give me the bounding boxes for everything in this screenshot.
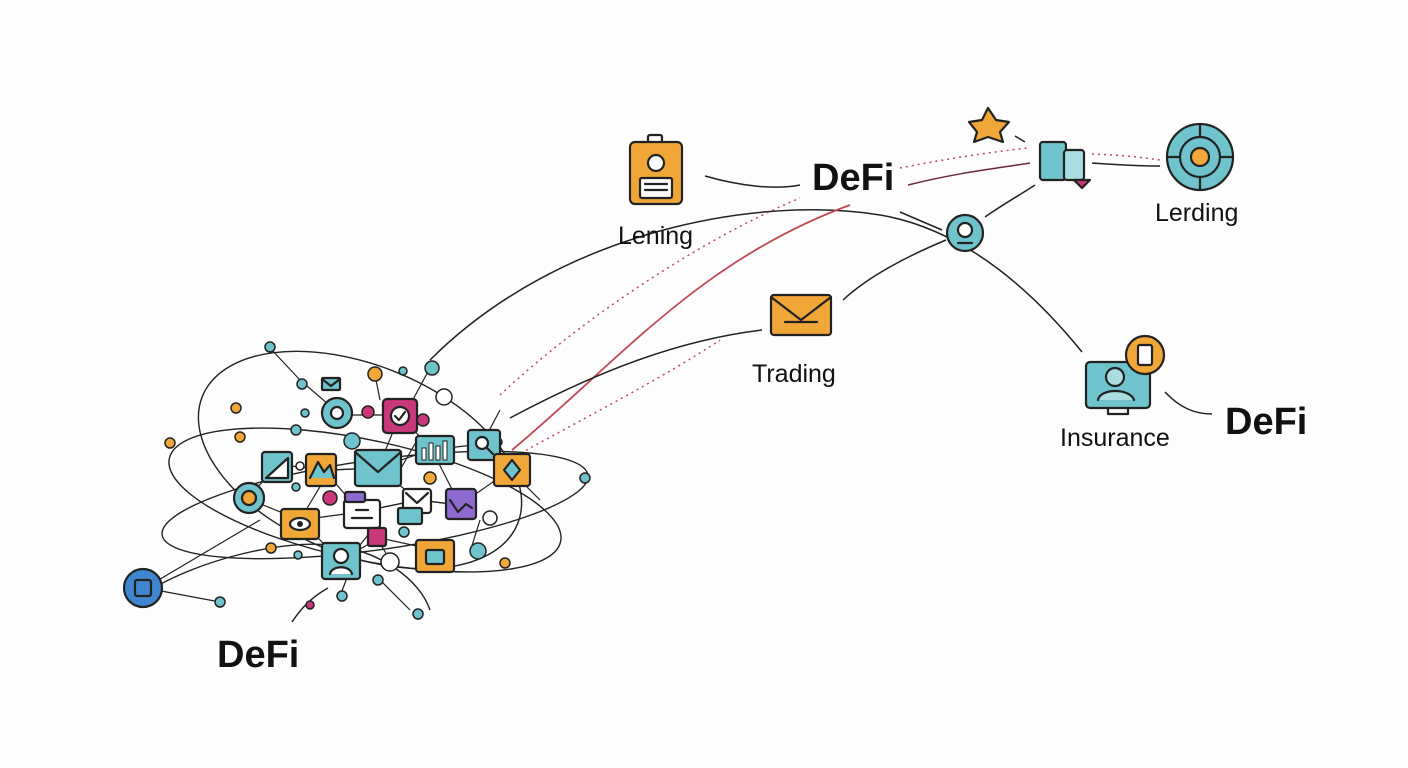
node <box>423 471 437 485</box>
node <box>343 432 361 450</box>
target-icon <box>1165 122 1235 192</box>
mountain-chart-icon <box>304 452 338 488</box>
node <box>214 596 226 608</box>
cluster-nodes <box>164 341 591 620</box>
node <box>398 366 408 376</box>
node <box>305 600 315 610</box>
bar-chart-icon <box>414 434 456 466</box>
coin-icon <box>320 396 354 430</box>
node <box>412 608 424 620</box>
node <box>372 574 384 586</box>
monitor-user-icon <box>1084 360 1152 416</box>
link-star-wallet <box>1014 135 1026 143</box>
star-icon <box>967 106 1011 144</box>
trading-envelope-icon <box>769 293 833 337</box>
label-lening: Lening <box>618 222 693 250</box>
node <box>416 413 430 427</box>
user-coin-icon <box>945 213 985 253</box>
triangle-chart-icon <box>260 450 294 484</box>
label-defi-right: DeFi <box>1225 401 1307 443</box>
hub-icon <box>122 567 164 609</box>
wallet-icon <box>1038 140 1092 190</box>
magenta-box-icon <box>366 526 388 548</box>
node <box>295 461 305 471</box>
node <box>290 424 302 436</box>
node <box>469 542 487 560</box>
node <box>265 542 277 554</box>
link-defi-wallet <box>907 162 1031 186</box>
link-usercoin-envelope <box>842 239 947 301</box>
label-insurance: Insurance <box>1060 424 1170 452</box>
cluster-icons <box>122 376 532 609</box>
node <box>322 490 338 506</box>
badge-icon <box>381 397 419 435</box>
gear-icon <box>232 481 266 515</box>
teal-box-icon <box>396 506 424 526</box>
node <box>296 378 308 390</box>
node <box>361 405 375 419</box>
node <box>499 557 511 569</box>
robot-icon <box>414 538 456 574</box>
link-cluster-trading <box>509 329 763 419</box>
node <box>398 526 410 538</box>
purple-box-icon <box>343 490 367 504</box>
clipboard-icon <box>628 133 684 206</box>
label-lerding: Lerding <box>1155 199 1238 227</box>
link-cluster-defi-red <box>511 204 851 451</box>
link-cluster-trading-dotted <box>504 339 721 463</box>
small-mail-icon <box>320 376 342 392</box>
link-cluster-insurance <box>429 209 1083 361</box>
connection-lines <box>291 135 1213 623</box>
card-icon <box>342 498 382 530</box>
node <box>230 402 242 414</box>
link-cluster-lening-dotted <box>499 197 801 396</box>
trend-icon <box>444 487 478 521</box>
link-defi-usercoin <box>899 211 943 231</box>
node <box>291 482 301 492</box>
envelope-icon <box>353 448 403 488</box>
node <box>367 366 383 382</box>
node <box>336 590 348 602</box>
node <box>264 341 276 353</box>
link-wallet-target-dotted <box>1091 153 1161 161</box>
link-usercoin-wallet <box>984 184 1036 218</box>
node <box>424 360 440 376</box>
gem-icon <box>492 452 532 488</box>
label-trading: Trading <box>752 360 836 388</box>
coin-doc-icon <box>1124 334 1166 376</box>
eye-icon <box>279 507 321 541</box>
link-defi-wallet-dotted <box>899 147 1029 169</box>
node <box>293 550 303 560</box>
node <box>435 388 453 406</box>
search-icon <box>466 428 502 462</box>
node <box>579 472 591 484</box>
link-wallet-target <box>1091 162 1161 167</box>
node <box>164 437 176 449</box>
label-defi-cluster: DeFi <box>217 634 299 676</box>
link-lening-defi <box>704 175 801 188</box>
link-insurance-defi <box>1164 391 1213 415</box>
label-defi-top: DeFi <box>812 157 894 199</box>
node <box>482 510 498 526</box>
node <box>380 552 400 572</box>
node <box>234 431 246 443</box>
node <box>300 408 310 418</box>
user-icon <box>320 541 362 581</box>
